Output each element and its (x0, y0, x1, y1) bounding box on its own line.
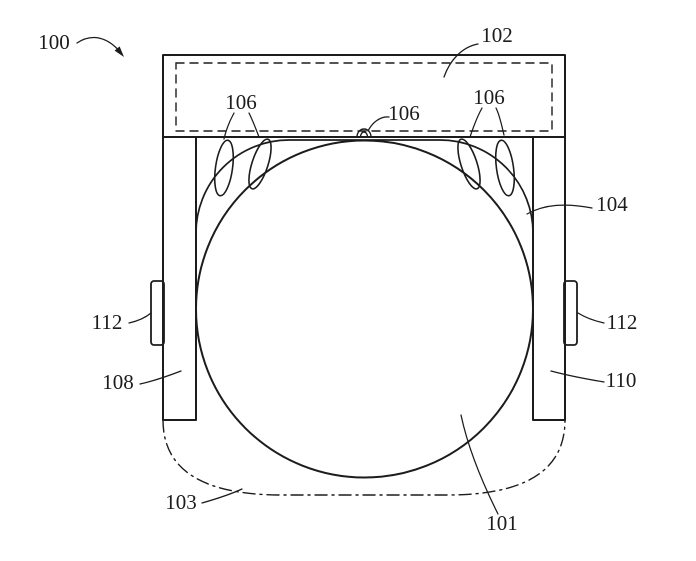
label-103: 103 (165, 490, 197, 514)
leader-lines (76, 36, 605, 515)
label-101: 101 (486, 511, 518, 535)
label-102: 102 (481, 23, 513, 47)
leader-106-left-b (248, 112, 260, 138)
label-112-right: 112 (607, 310, 638, 334)
label-100: 100 (38, 30, 70, 54)
label-106-center: 106 (388, 101, 420, 125)
seal-ellipse-right-inner (457, 138, 481, 190)
label-108: 108 (102, 370, 134, 394)
leader-106-left-a (223, 112, 235, 140)
housing-outer-frame (162, 54, 566, 421)
label-104: 104 (596, 192, 628, 216)
circular-element (195, 139, 534, 479)
leader-103 (201, 488, 243, 504)
inner-wall-curve (195, 139, 534, 413)
leader-108 (139, 370, 182, 385)
leader-100-arrowhead (114, 46, 124, 57)
hidden-panel-dashed-outline (175, 62, 553, 132)
leader-106-right-a (469, 107, 483, 138)
leader-102 (443, 43, 479, 78)
label-106-left: 106 (225, 90, 257, 114)
label-106-right: 106 (473, 85, 505, 109)
leader-101 (460, 414, 499, 515)
housing-right-column (532, 136, 566, 421)
leader-110 (550, 370, 605, 383)
reference-labels: 100 102 106 106 106 104 112 112 108 110 … (38, 23, 637, 535)
leader-112-left (128, 312, 152, 324)
leader-106-center (367, 116, 390, 132)
leader-104 (526, 204, 593, 215)
center-clip-detail-inner (359, 131, 369, 138)
leader-100 (76, 36, 122, 54)
seal-ellipse-left-outer (213, 139, 235, 197)
seal-ellipse-right-outer (494, 139, 516, 197)
label-110: 110 (606, 368, 637, 392)
label-112-left: 112 (92, 310, 123, 334)
leader-106-right-b (495, 107, 505, 136)
bottom-contour-dashdot (162, 419, 566, 496)
center-clip-detail-outer (356, 128, 372, 138)
housing-left-column (162, 136, 197, 421)
side-button-right (563, 280, 578, 346)
leader-112-right (577, 312, 605, 324)
seal-ellipse-left-inner (248, 138, 272, 190)
